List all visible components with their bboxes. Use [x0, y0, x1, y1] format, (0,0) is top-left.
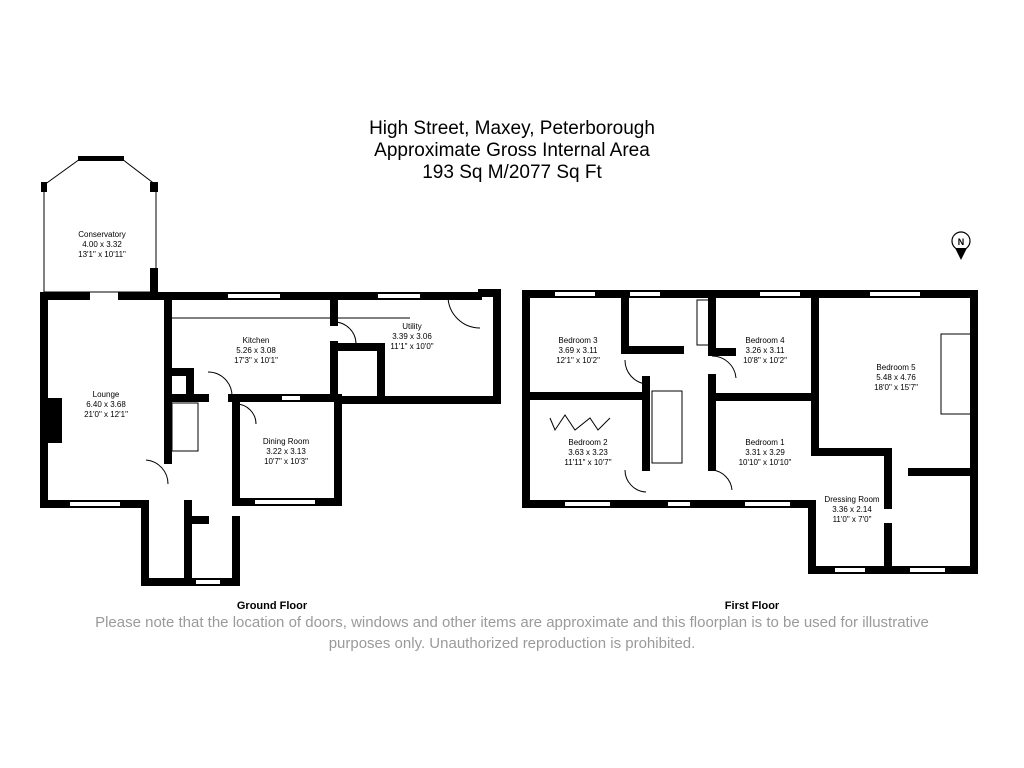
room-size-imperial: 17'3" x 10'1" — [234, 356, 278, 365]
room-size-metric: 6.40 x 3.68 — [86, 400, 126, 409]
room-kitchen: Kitchen 5.26 x 3.08 17'3" x 10'1" — [234, 336, 278, 366]
disclaimer-line-1: Please note that the location of doors, … — [95, 614, 929, 631]
room-size-imperial: 21'0" x 12'1" — [84, 410, 128, 419]
room-name: Utility — [402, 322, 422, 331]
room-size-metric: 3.39 x 3.06 — [392, 332, 432, 341]
room-size-imperial: 13'1" x 10'11" — [78, 250, 126, 259]
room-size-metric: 5.26 x 3.08 — [236, 346, 276, 355]
room-lounge: Lounge 6.40 x 3.68 21'0" x 12'1" — [84, 390, 128, 420]
room-bedroom-4: Bedroom 4 3.26 x 3.11 10'8" x 10'2" — [743, 336, 787, 366]
room-size-imperial: 12'1" x 10'2" — [556, 356, 600, 365]
room-bedroom-1: Bedroom 1 3.31 x 3.29 10'10" x 10'10" — [739, 438, 792, 468]
room-size-metric: 3.36 x 2.14 — [832, 505, 872, 514]
room-name: Lounge — [92, 390, 120, 399]
room-size-imperial: 10'7" x 10'3" — [264, 457, 308, 466]
room-name: Kitchen — [242, 336, 270, 345]
ground-floor-label: Ground Floor — [236, 600, 308, 612]
room-bedroom-5: Bedroom 5 5.48 x 4.76 18'0" x 15'7" — [874, 363, 918, 393]
room-name: Bedroom 1 — [745, 438, 785, 447]
room-size-metric: 3.22 x 3.13 — [266, 447, 306, 456]
room-size-metric: 3.63 x 3.23 — [568, 448, 608, 457]
room-name: Bedroom 3 — [558, 336, 598, 345]
room-size-imperial: 11'0" x 7'0" — [832, 515, 872, 524]
room-bedroom-3: Bedroom 3 3.69 x 3.11 12'1" x 10'2" — [556, 336, 600, 366]
conservatory-top-wall — [78, 156, 124, 161]
address-title: High Street, Maxey, Peterborough — [369, 118, 655, 139]
room-size-imperial: 11'1" x 10'0" — [390, 342, 434, 351]
room-size-metric: 3.69 x 3.11 — [558, 346, 598, 355]
room-conservatory: Conservatory 4.00 x 3.32 13'1" x 10'11" — [78, 230, 126, 260]
area-value: 193 Sq M/2077 Sq Ft — [422, 162, 602, 183]
staircase — [651, 390, 683, 464]
room-size-imperial: 11'11" x 10'7" — [564, 458, 612, 467]
room-size-metric: 4.00 x 3.32 — [82, 240, 122, 249]
room-dressing-room: Dressing Room 3.36 x 2.14 11'0" x 7'0" — [824, 495, 879, 525]
area-label: Approximate Gross Internal Area — [374, 140, 650, 161]
room-name: Bedroom 2 — [568, 438, 608, 447]
first-floor-label: First Floor — [724, 600, 780, 612]
room-name: Bedroom 5 — [876, 363, 916, 372]
room-name: Dining Room — [262, 437, 310, 446]
room-size-imperial: 10'10" x 10'10" — [738, 458, 792, 467]
room-size-metric: 3.31 x 3.29 — [745, 448, 785, 457]
room-name: Dressing Room — [824, 495, 880, 504]
room-dining-room: Dining Room 3.22 x 3.13 10'7" x 10'3" — [263, 437, 309, 467]
room-size-metric: 5.48 x 4.76 — [876, 373, 916, 382]
room-size-imperial: 18'0" x 15'7" — [874, 383, 918, 392]
chimney-breast — [44, 398, 62, 443]
compass-icon: N — [951, 231, 971, 260]
ground-floor-walls — [40, 156, 501, 586]
disclaimer: Please note that the location of doors, … — [0, 612, 1024, 654]
disclaimer-line-2: purposes only. Unauthorized reproduction… — [328, 635, 696, 652]
room-name: Bedroom 4 — [745, 336, 785, 345]
svg-text:N: N — [958, 237, 965, 247]
room-size-metric: 3.26 x 3.11 — [745, 346, 785, 355]
room-bedroom-2: Bedroom 2 3.63 x 3.23 11'11" x 10'7" — [564, 438, 611, 468]
first-floor-walls — [522, 290, 978, 574]
room-size-imperial: 10'8" x 10'2" — [743, 356, 787, 365]
room-utility: Utility 3.39 x 3.06 11'1" x 10'0" — [390, 322, 433, 352]
room-name: Conservatory — [78, 230, 126, 239]
